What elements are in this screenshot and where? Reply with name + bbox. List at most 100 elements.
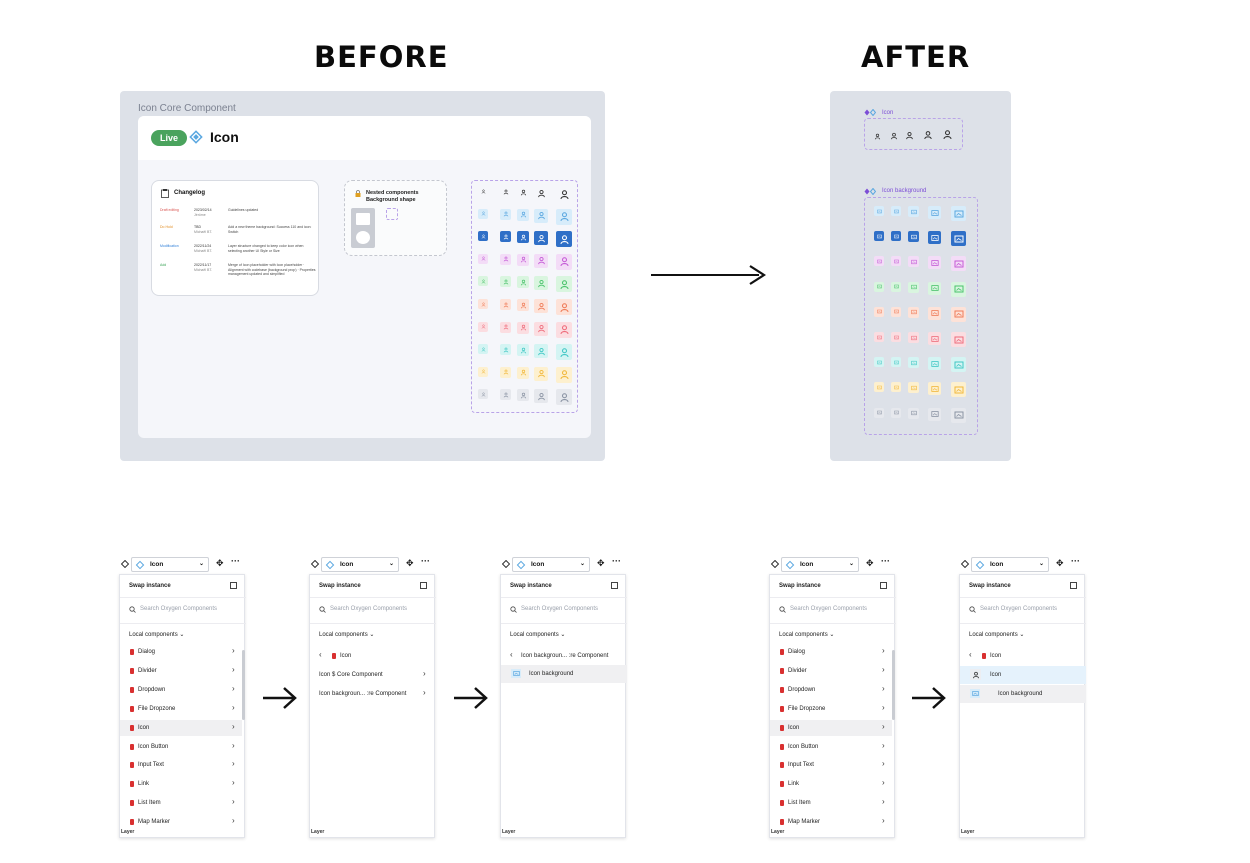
- clipboard-icon: [161, 189, 169, 198]
- properties-toolbar: Icon⌄ ✥ ···: [117, 555, 249, 573]
- divider: [960, 623, 1086, 624]
- icon-variant: [517, 208, 529, 221]
- component-list-item[interactable]: Icon background: [501, 665, 627, 683]
- chevron-right-icon: ›: [232, 816, 235, 826]
- component-list-label: Dropdown: [138, 686, 166, 693]
- search-input[interactable]: Search Oxygen Components: [120, 601, 246, 619]
- search-input[interactable]: Search Oxygen Components: [310, 601, 436, 619]
- component-list-item[interactable]: Icon Button›: [120, 739, 242, 755]
- chevron-left-icon: ‹: [319, 650, 322, 659]
- search-input[interactable]: Search Oxygen Components: [501, 601, 627, 619]
- more-icon[interactable]: ···: [612, 556, 621, 566]
- more-icon[interactable]: ···: [421, 556, 430, 566]
- search-input[interactable]: Search Oxygen Components: [960, 601, 1086, 619]
- icon-variant: [517, 276, 529, 289]
- move-icon[interactable]: ✥: [597, 558, 605, 568]
- after-heading: AFTER: [861, 40, 971, 74]
- icon-variant: [517, 186, 529, 198]
- component-list-item[interactable]: File Dropzone›: [120, 701, 242, 717]
- move-icon[interactable]: ✥: [1056, 558, 1064, 568]
- component-list-item[interactable]: Input Text›: [120, 757, 242, 773]
- instance-select[interactable]: Icon⌄: [131, 557, 209, 572]
- component-list-item[interactable]: Dialog›: [770, 644, 892, 660]
- grid-view-icon[interactable]: [611, 582, 618, 589]
- more-icon[interactable]: ···: [1071, 556, 1080, 566]
- icon-background-variant: [951, 332, 966, 347]
- component-list-label: Icon $ Core Component: [319, 672, 383, 678]
- component-list-item[interactable]: Icon›: [120, 720, 242, 736]
- component-list-item[interactable]: Divider›: [120, 663, 242, 679]
- instance-select[interactable]: Icon⌄: [971, 557, 1049, 572]
- changelog-card: Changelog Draft editing 2023/02/14 Jérôm…: [151, 180, 319, 296]
- component-list-label: Link: [788, 781, 800, 788]
- icon-background-variant: [951, 281, 966, 297]
- component-list-item[interactable]: Icon Button›: [770, 739, 892, 755]
- icon-background-variant: [874, 231, 884, 242]
- component-set-icon: [130, 667, 134, 674]
- chevron-right-icon: ›: [232, 797, 235, 807]
- icon-variant: [478, 186, 488, 196]
- search-placeholder: Search Oxygen Components: [790, 606, 868, 612]
- chevron-down-icon: ⌄: [388, 561, 394, 567]
- search-icon: [779, 606, 786, 613]
- component-list-item[interactable]: Icon background: [960, 685, 1086, 703]
- component-list-item[interactable]: Map Marker›: [120, 814, 242, 830]
- grid-view-icon[interactable]: [230, 582, 237, 589]
- grid-view-icon[interactable]: [1070, 582, 1077, 589]
- component-list-item[interactable]: List Item›: [770, 795, 892, 811]
- icon-variant: [556, 321, 572, 338]
- component-list-item[interactable]: Icon backgroun... :re Component›: [310, 688, 436, 702]
- back-row[interactable]: ‹Icon: [960, 649, 1086, 663]
- move-icon[interactable]: ✥: [866, 558, 874, 568]
- scrollbar[interactable]: [892, 650, 895, 720]
- component-list-item[interactable]: File Dropzone›: [770, 701, 892, 717]
- grid-view-icon[interactable]: [420, 582, 427, 589]
- component-list-item[interactable]: Icon›: [770, 720, 892, 736]
- divider: [310, 623, 436, 624]
- changelog-date: 2022/11/24: [194, 244, 212, 248]
- component-list-label: Icon: [990, 672, 1002, 678]
- component-list-label: File Dropzone: [138, 705, 176, 712]
- component-list-item[interactable]: Link›: [120, 776, 242, 792]
- component-list-item[interactable]: List Item›: [120, 795, 242, 811]
- instance-select[interactable]: Icon⌄: [321, 557, 399, 572]
- component-list-item[interactable]: Icon: [960, 666, 1086, 684]
- component-list-item[interactable]: Icon $ Core Component›: [310, 669, 436, 683]
- search-input[interactable]: Search Oxygen Components: [770, 601, 896, 619]
- move-icon[interactable]: ✥: [216, 558, 224, 568]
- component-list-item[interactable]: Divider›: [770, 663, 892, 679]
- component-list-item[interactable]: Dropdown›: [120, 682, 242, 698]
- grid-view-icon[interactable]: [880, 582, 887, 589]
- lock-icon: [355, 190, 361, 197]
- icon-background-variant: [928, 357, 941, 371]
- component-set-icon: [780, 705, 784, 712]
- component-list-label: Icon: [788, 724, 800, 731]
- layer-label: Layer: [502, 829, 516, 835]
- icon-variant: [500, 321, 511, 333]
- icon-variant: [478, 321, 488, 332]
- component-list-item[interactable]: Input Text›: [770, 757, 892, 773]
- search-placeholder: Search Oxygen Components: [521, 606, 599, 612]
- local-components-label: Local components ⌄: [969, 632, 1025, 638]
- instance-select[interactable]: Icon⌄: [781, 557, 859, 572]
- more-icon[interactable]: ···: [231, 556, 240, 566]
- scrollbar[interactable]: [242, 650, 245, 720]
- component-instance-icon: [771, 560, 779, 568]
- component-list-item[interactable]: Dropdown›: [770, 682, 892, 698]
- changelog-tag: Add: [160, 263, 167, 267]
- list-item-highlight: [770, 719, 892, 736]
- back-row[interactable]: ‹Icon: [310, 649, 436, 663]
- move-icon[interactable]: ✥: [406, 558, 414, 568]
- component-list-item[interactable]: Map Marker›: [770, 814, 892, 830]
- component-list-item[interactable]: Dialog›: [120, 644, 242, 660]
- back-row[interactable]: ‹Icon backgroun... :re Component: [501, 649, 627, 663]
- component-list-item[interactable]: Link›: [770, 776, 892, 792]
- component-set-icon: [780, 667, 784, 674]
- more-icon[interactable]: ···: [881, 556, 890, 566]
- instance-select[interactable]: Icon⌄: [512, 557, 590, 572]
- icon-variant: [534, 366, 548, 381]
- arrow-right-icon: [912, 687, 946, 709]
- divider: [501, 597, 627, 598]
- icon-variant: [517, 389, 529, 402]
- chevron-left-icon: ‹: [969, 650, 972, 659]
